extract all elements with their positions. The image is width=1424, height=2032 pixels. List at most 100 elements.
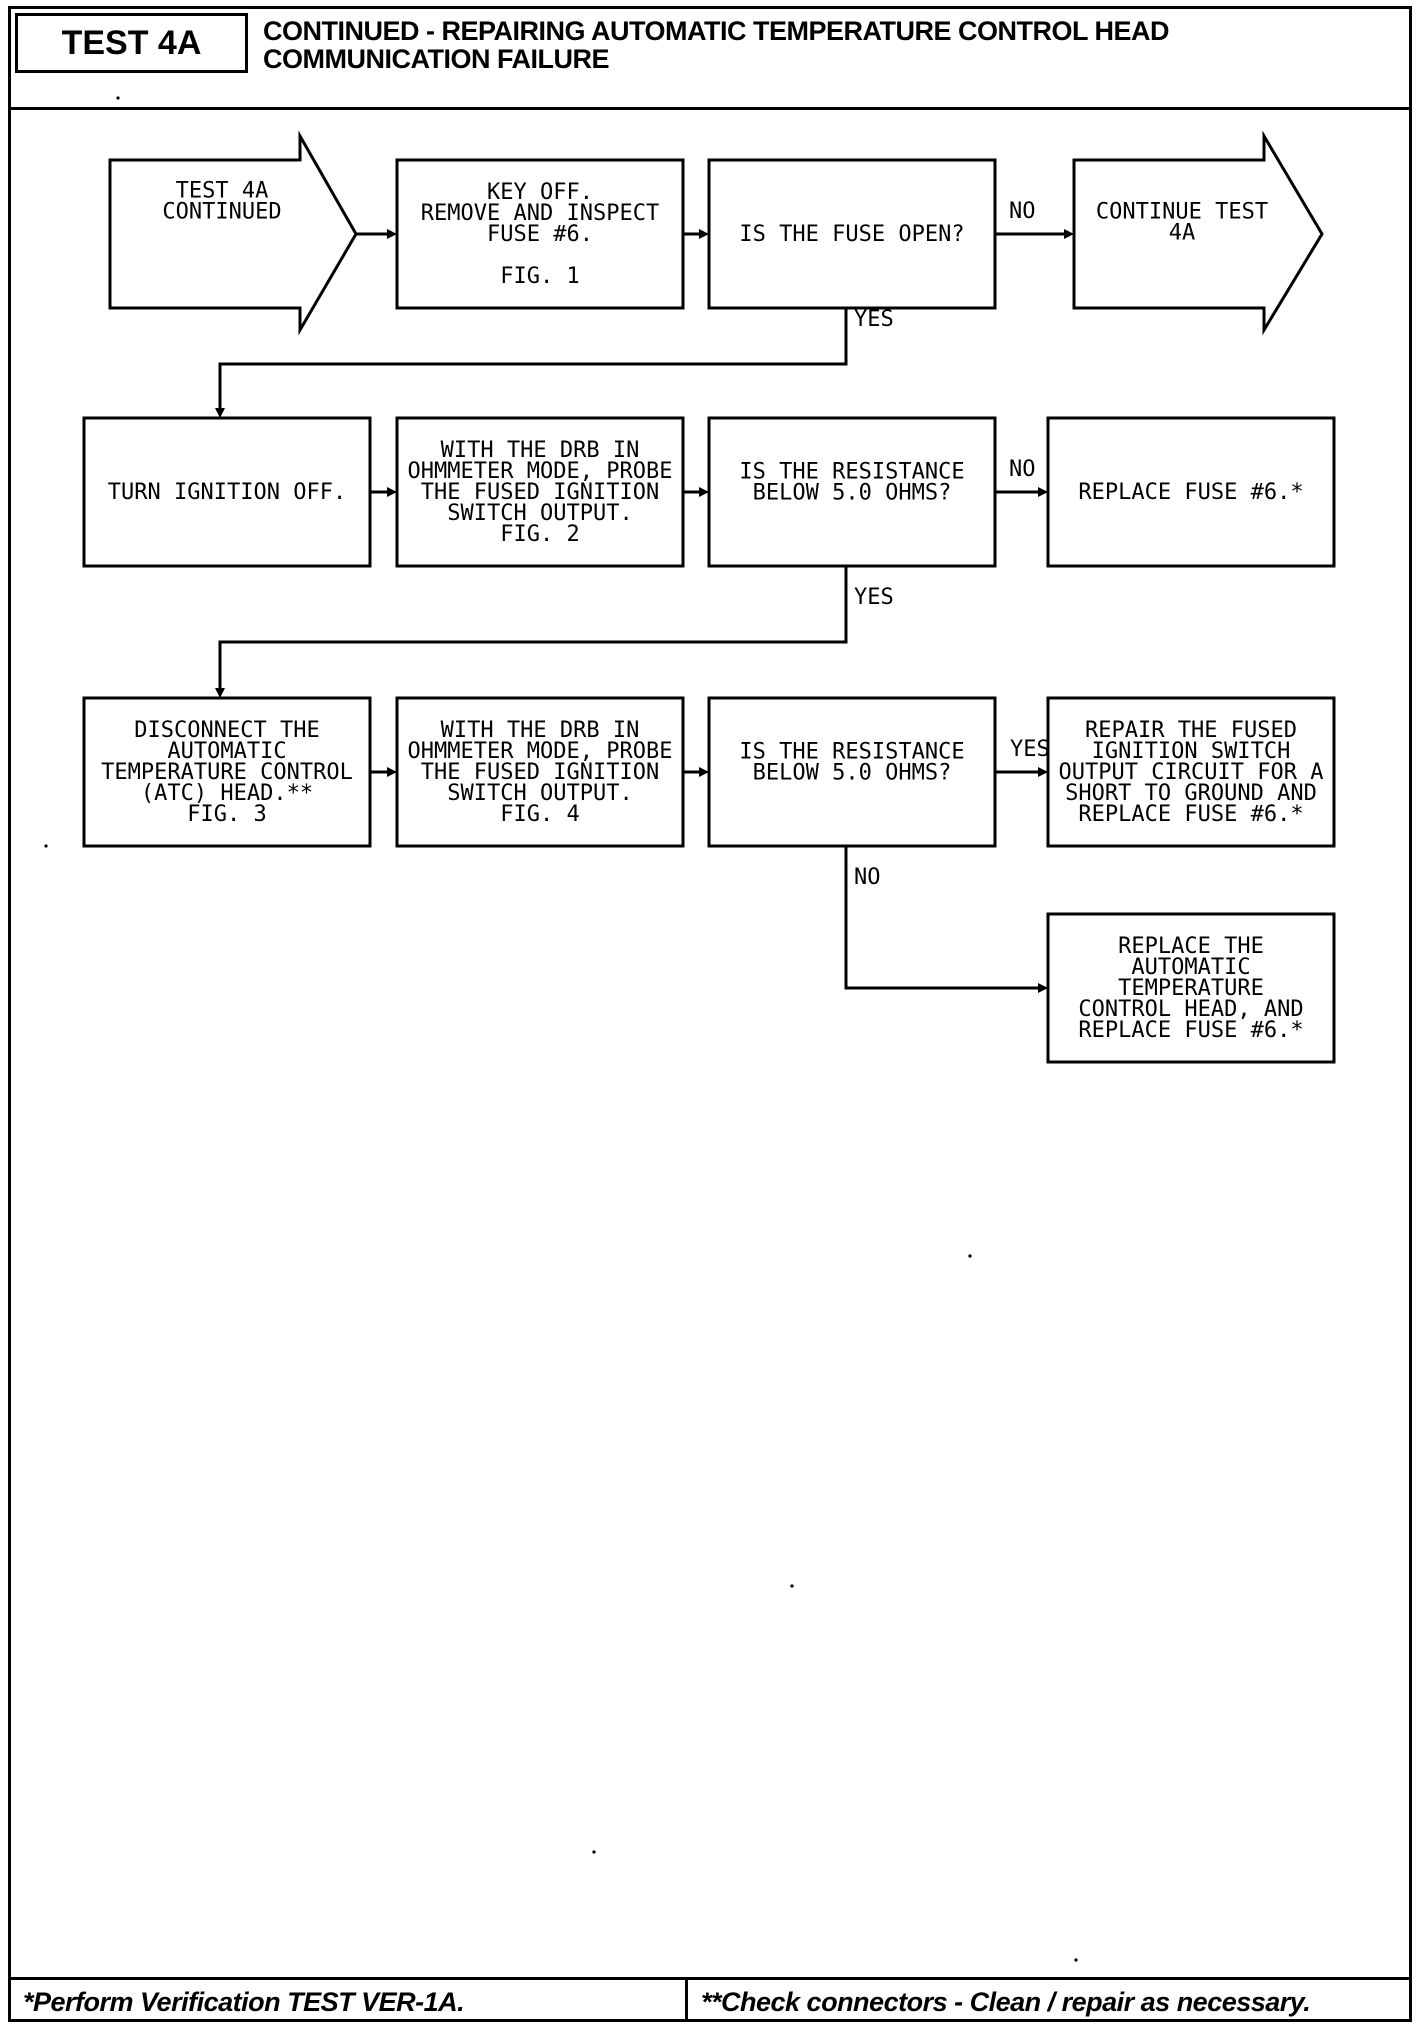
scan-speck	[116, 96, 120, 100]
page-title: CONTINUED - REPAIRING AUTOMATIC TEMPERAT…	[263, 17, 1383, 73]
node-text-line: FIG. 1	[500, 264, 579, 289]
label-res2-no: NO	[854, 865, 881, 890]
node-key-off	[395, 158, 685, 310]
node-text-line: CONTROL HEAD, AND	[1078, 997, 1303, 1022]
node-text-line: WITH THE DRB IN	[441, 438, 640, 463]
node-text-line: AUTOMATIC	[167, 739, 286, 764]
node-text-line: TURN IGNITION OFF.	[108, 480, 346, 505]
edge-res2-no	[844, 846, 1040, 990]
title-line-2: COMMUNICATION FAILURE	[263, 44, 609, 74]
arrowhead	[215, 688, 225, 698]
arrowhead	[387, 229, 397, 239]
footer-separator	[685, 1977, 688, 2019]
node-text-line: REPLACE FUSE #6.*	[1078, 1018, 1303, 1043]
node-resistance-2	[707, 696, 997, 848]
node-disconnect	[82, 696, 372, 848]
arrowhead	[699, 229, 709, 239]
node-repair-circuit	[1046, 696, 1336, 848]
header-divider	[11, 107, 1409, 110]
node-text-line: REPLACE FUSE #6.*	[1078, 480, 1303, 505]
node-text-line: REMOVE AND INSPECT	[421, 201, 659, 226]
node-text-line: TEMPERATURE CONTROL	[101, 760, 353, 785]
label-fuse-yes: YES	[854, 307, 894, 332]
label-res2-yes: YES	[1010, 737, 1050, 762]
node-text-line: THE FUSED IGNITION	[421, 760, 659, 785]
node-probe-1	[395, 416, 685, 568]
node-text-line: (ATC) HEAD.**	[141, 781, 313, 806]
label-res1-no: NO	[1009, 457, 1036, 482]
node-text-line: BELOW 5.0 OHMS?	[753, 481, 952, 506]
scan-speck	[968, 1254, 972, 1258]
node-text-line: IS THE RESISTANCE	[739, 740, 964, 765]
node-text-line: OHMMETER MODE, PROBE	[408, 739, 673, 764]
node-text-line: THE FUSED IGNITION	[421, 480, 659, 505]
node-text-line: AUTOMATIC	[1131, 955, 1250, 980]
footer-divider	[11, 1977, 1409, 1980]
node-text-line: TEST 4A	[176, 179, 269, 204]
arrowhead	[1038, 767, 1048, 777]
scan-speck	[1074, 1958, 1078, 1962]
node-text-line: WITH THE DRB IN	[441, 718, 640, 743]
node-text-line: SWITCH OUTPUT.	[447, 501, 632, 526]
scan-speck	[592, 1850, 596, 1854]
node-text-line: CONTINUE TEST	[1096, 200, 1268, 225]
node-text-line: FIG. 2	[500, 522, 579, 547]
scan-speck	[790, 1584, 794, 1588]
label-res1-yes: YES	[854, 585, 894, 610]
node-text-line: REPLACE FUSE #6.*	[1078, 802, 1303, 827]
node-fuse-open	[707, 158, 997, 310]
node-fuse-open-text: IS THE FUSE OPEN?	[739, 222, 964, 247]
node-text-line: 4A	[1169, 221, 1196, 246]
node-continue-arrow	[1072, 130, 1324, 336]
node-resistance-1	[707, 416, 997, 568]
node-text-line: CONTINUED	[162, 200, 281, 225]
node-text-line: IGNITION SWITCH	[1092, 739, 1291, 764]
footer-note-verification: *Perform Verification TEST VER-1A.	[23, 1987, 465, 2017]
node-text-line: DISCONNECT THE	[134, 718, 319, 743]
test-label: TEST 4A	[15, 13, 248, 73]
arrowhead	[387, 487, 397, 497]
node-ignition-off-text: TURN IGNITION OFF.	[108, 480, 346, 505]
edge-fuse-yes	[218, 308, 848, 410]
edge-res1-yes	[218, 566, 848, 690]
node-text-line: OUTPUT CIRCUIT FOR A	[1059, 760, 1324, 785]
node-text-line: TEMPERATURE	[1118, 976, 1264, 1001]
arrowhead	[699, 487, 709, 497]
node-text-line: IS THE FUSE OPEN?	[739, 222, 964, 247]
arrowhead	[215, 408, 225, 418]
node-text-line: SHORT TO GROUND AND	[1065, 781, 1317, 806]
node-replace-atc	[1046, 912, 1336, 1064]
node-replace-fuse-text: REPLACE FUSE #6.*	[1078, 480, 1303, 505]
node-text-line: FIG. 4	[500, 802, 579, 827]
footer-note-connectors: **Check connectors - Clean / repair as n…	[701, 1987, 1311, 2017]
node-text-line: IS THE RESISTANCE	[739, 460, 964, 485]
arrowhead	[1038, 487, 1048, 497]
label-fuse-no: NO	[1009, 199, 1036, 224]
scan-speck	[44, 844, 48, 848]
node-text-line: REPLACE THE	[1118, 934, 1264, 959]
node-replace-fuse	[1046, 416, 1336, 568]
node-text-line: FUSE #6.	[487, 222, 593, 247]
arrowhead	[699, 767, 709, 777]
node-text-line: OHMMETER MODE, PROBE	[408, 459, 673, 484]
node-ignition-off	[82, 416, 372, 568]
node-text-line: KEY OFF.	[487, 180, 593, 205]
node-text-line: FIG. 3	[187, 802, 266, 827]
title-line-1: CONTINUED - REPAIRING AUTOMATIC TEMPERAT…	[263, 16, 1170, 46]
node-start-arrow	[108, 130, 358, 336]
arrowhead	[1064, 229, 1074, 239]
node-text-line: BELOW 5.0 OHMS?	[753, 761, 952, 786]
arrowhead	[387, 767, 397, 777]
node-text-line: REPAIR THE FUSED	[1085, 718, 1297, 743]
arrowhead	[1038, 983, 1048, 993]
